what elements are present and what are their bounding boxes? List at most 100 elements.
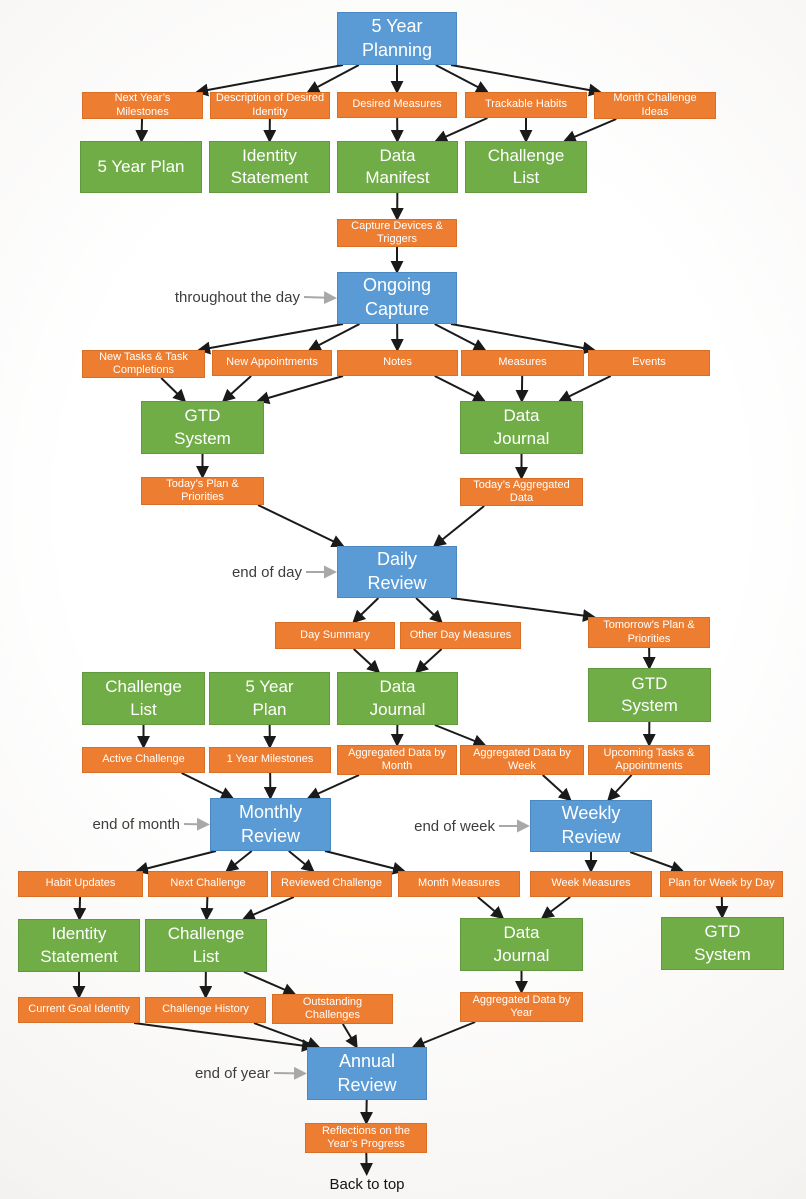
node-outstanding-challenges: Outstanding Challenges [272, 994, 393, 1024]
flow-arrow-new-tasks-to-gtd-system-a [160, 377, 187, 403]
measures-label: Measures [498, 356, 547, 369]
challenge-list-c-label: Challenge List [167, 924, 245, 966]
node-week-measures: Week Measures [530, 871, 652, 897]
lbl-end-of-day: end of day [218, 562, 302, 582]
day-summary-label: Day Summary [300, 628, 370, 641]
reflections-label: Reflections on the Year’s Progress [321, 1124, 411, 1150]
node-other-day-measures: Other Day Measures [400, 622, 521, 649]
node-new-appointments: New Appointments [212, 350, 332, 376]
annual-review-label: Annual Review [337, 1050, 397, 1095]
flow-arrow-daily-review-to-other-day-measures [415, 597, 443, 624]
gtd-system-b-label: GTD System [621, 673, 678, 715]
notes-label: Notes [383, 356, 412, 369]
node-measures: Measures [461, 350, 584, 376]
lbl-end-of-day-label: end of day [231, 563, 302, 581]
back-to-top-label: Back to top [329, 1175, 405, 1193]
node-day-summary: Day Summary [275, 622, 395, 649]
node-capture-devices: Capture Devices & Triggers [337, 219, 457, 247]
node-identity-statement-b: Identity Statement [18, 919, 140, 972]
flow-arrow-monthly-review-to-habit-updates [135, 850, 217, 875]
todays-plan-label: Today’s Plan & Priorities [166, 477, 239, 503]
node-data-journal-a: Data Journal [460, 401, 583, 454]
node-trackable-habits: Trackable Habits [465, 92, 587, 118]
flow-arrow-lbl-end-of-year-to-annual-review [273, 1066, 307, 1080]
gtd-system-c-label: GTD System [694, 922, 751, 964]
flow-arrow-challenge-list-c-to-outstanding-challenges [243, 971, 297, 996]
node-tomorrows-plan: Tomorrow’s Plan & Priorities [588, 617, 710, 648]
flow-arrow-ongoing-capture-to-events [450, 323, 596, 355]
lbl-end-of-week-label: end of week [414, 817, 495, 835]
node-todays-plan: Today’s Plan & Priorities [141, 477, 264, 505]
trackable-habits-label: Trackable Habits [484, 98, 568, 111]
node-new-tasks: New Tasks & Task Completions [82, 350, 205, 378]
flow-arrow-next-years-milestones-to-five-year-plan-a [135, 118, 149, 143]
upcoming-tasks-label: Upcoming Tasks & Appointments [603, 746, 695, 772]
flow-arrow-other-day-measures-to-data-journal-b [414, 648, 443, 674]
monthly-review-label: Monthly Review [238, 801, 303, 846]
data-journal-a-label: Data Journal [493, 406, 550, 448]
node-desired-measures: Desired Measures [337, 92, 457, 118]
outstanding-challenges-label: Outstanding Challenges [302, 995, 363, 1021]
node-next-challenge: Next Challenge [148, 871, 268, 897]
flow-arrow-daily-review-to-tomorrows-plan [450, 597, 596, 622]
agg-week-label: Aggregated Data by Week [473, 746, 571, 772]
identity-statement-b-label: Identity Statement [40, 924, 118, 966]
flow-arrow-week-measures-to-data-journal-c [540, 896, 571, 920]
weekly-review-label: Weekly Review [561, 803, 621, 847]
node-five-year-plan-b: 5 Year Plan [209, 672, 330, 725]
desc-desired-identity-label: Description of Desired Identity [215, 92, 325, 118]
lbl-end-of-month-label: end of month [92, 815, 180, 833]
five-year-plan-b-label: 5 Year Plan [245, 677, 294, 719]
new-tasks-label: New Tasks & Task Completions [99, 350, 188, 376]
data-journal-b-label: Data Journal [369, 677, 426, 719]
flow-arrow-five-year-planning-to-next-years-milestones [195, 64, 344, 97]
lbl-end-of-month: end of month [68, 814, 180, 834]
node-todays-aggregated: Today’s Aggregated Data [460, 478, 583, 506]
node-events: Events [588, 350, 710, 376]
challenge-list-a-label: Challenge List [487, 145, 565, 187]
flow-arrow-agg-month-to-monthly-review [306, 774, 360, 800]
agg-year-label: Aggregated Data by Year [472, 993, 571, 1019]
flow-arrow-weekly-review-to-plan-week-day [629, 851, 685, 874]
node-reflections: Reflections on the Year’s Progress [305, 1123, 427, 1153]
capture-devices-label: Capture Devices & Triggers [351, 219, 443, 245]
plan-week-day-label: Plan for Week by Day [668, 877, 775, 890]
node-upcoming-tasks: Upcoming Tasks & Appointments [588, 745, 710, 775]
current-goal-identity-label: Current Goal Identity [28, 1003, 130, 1016]
node-habit-updates: Habit Updates [18, 871, 143, 897]
data-journal-c-label: Data Journal [493, 923, 550, 965]
node-notes: Notes [337, 350, 458, 376]
flow-arrow-notes-to-data-journal-a [434, 375, 487, 402]
flow-arrow-lbl-throughout-to-ongoing-capture [303, 291, 337, 305]
node-data-journal-c: Data Journal [460, 918, 583, 971]
lbl-end-of-year: end of year [183, 1063, 270, 1083]
flow-arrow-agg-week-to-weekly-review [542, 774, 572, 802]
node-annual-review: Annual Review [307, 1047, 427, 1100]
node-challenge-list-b: Challenge List [82, 672, 205, 725]
node-five-year-plan-a: 5 Year Plan [80, 141, 202, 193]
node-data-manifest: Data Manifest [337, 141, 458, 193]
flow-arrow-five-year-planning-to-month-challenge-ideas [450, 64, 602, 97]
flow-arrow-todays-aggregated-to-daily-review [432, 505, 485, 548]
lbl-throughout-label: throughout the day [174, 288, 300, 306]
node-reviewed-challenge: Reviewed Challenge [271, 871, 392, 897]
new-appointments-label: New Appointments [226, 356, 318, 369]
node-challenge-list-c: Challenge List [145, 919, 267, 972]
ongoing-capture-label: Ongoing Capture [362, 275, 432, 319]
node-gtd-system-a: GTD System [141, 401, 264, 454]
flow-arrow-ongoing-capture-to-new-appointments [307, 323, 360, 351]
node-ongoing-capture: Ongoing Capture [337, 272, 457, 324]
node-gtd-system-b: GTD System [588, 668, 711, 722]
daily-review-label: Daily Review [367, 549, 427, 593]
flow-arrow-five-year-planning-to-desc-desired-identity [306, 64, 360, 93]
node-desc-desired-identity: Description of Desired Identity [210, 92, 330, 119]
node-agg-week: Aggregated Data by Week [460, 745, 584, 775]
active-challenge-label: Active Challenge [102, 753, 185, 766]
flow-arrow-monthly-review-to-month-measures [324, 850, 406, 875]
node-month-challenge-ideas: Month Challenge Ideas [594, 92, 716, 119]
flow-arrow-habit-updates-to-identity-statement-b [73, 896, 87, 921]
flow-arrow-challenge-history-to-annual-review [253, 1022, 321, 1050]
flow-arrow-events-to-data-journal-a [557, 375, 612, 402]
node-weekly-review: Weekly Review [530, 800, 652, 852]
node-plan-week-day: Plan for Week by Day [660, 871, 783, 897]
